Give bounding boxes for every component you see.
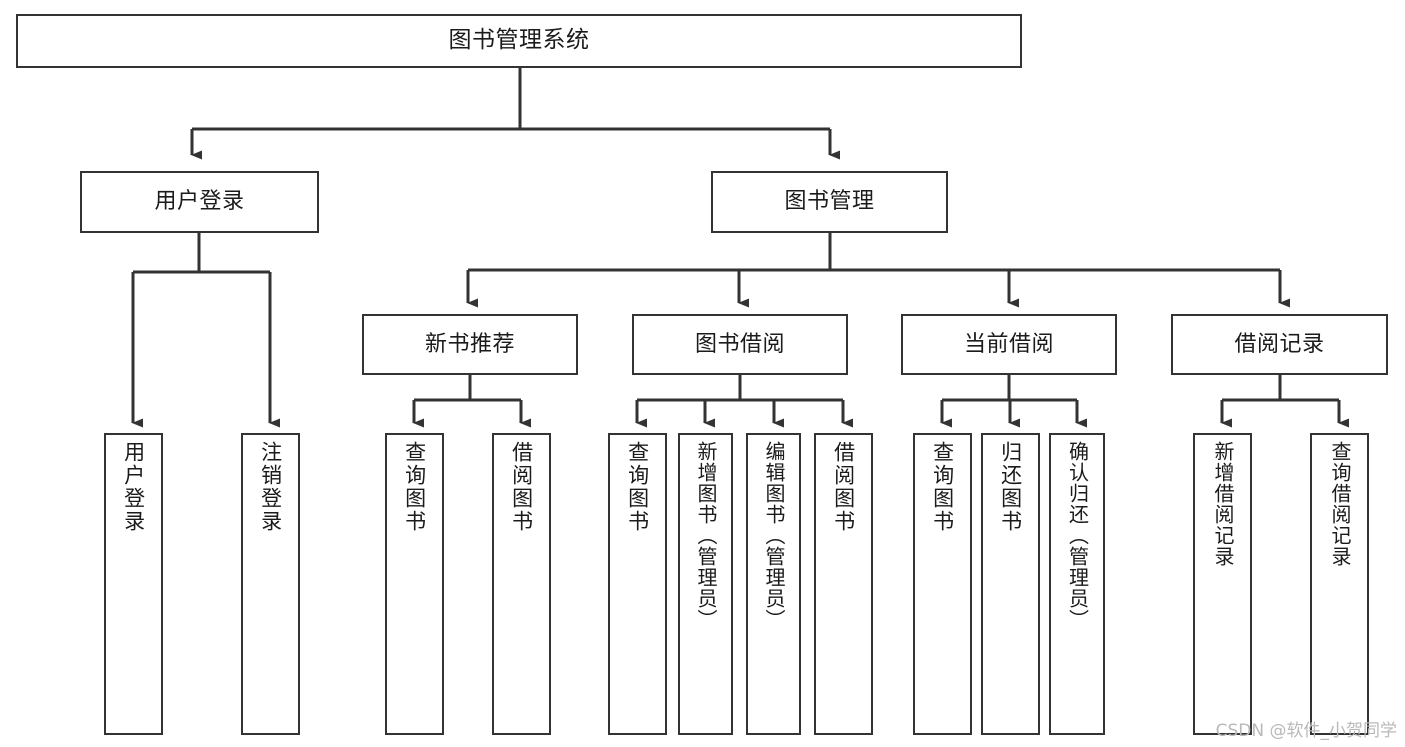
csdn-watermark: CSDN @软件_小贺同学 — [1215, 721, 1397, 741]
node-label: 新增借阅记录 — [1211, 441, 1235, 567]
node-label: 图书管理 — [784, 189, 875, 215]
node-book-manage[interactable]: 图书管理 — [711, 171, 948, 233]
node-current-borrow[interactable]: 当前借阅 — [901, 314, 1117, 375]
node-leaf-borrow-book-borrow[interactable]: 借阅图书 — [814, 433, 873, 735]
node-root-book-management-system[interactable]: 图书管理系统 — [16, 14, 1022, 68]
node-label: 借阅图书 — [509, 441, 534, 533]
node-leaf-query-book-recommend[interactable]: 查询图书 — [385, 433, 444, 735]
node-new-book-recommend[interactable]: 新书推荐 — [362, 314, 578, 375]
node-label: 图书借阅 — [694, 331, 785, 357]
node-label: 查询图书 — [402, 441, 427, 533]
node-label: 图书管理系统 — [448, 27, 590, 54]
node-label: 查询图书 — [930, 441, 955, 533]
node-label: 确认归还（管理员） — [1065, 441, 1090, 630]
node-book-borrow[interactable]: 图书借阅 — [632, 314, 848, 375]
node-label: 用户登录 — [121, 441, 146, 533]
node-leaf-add-book-admin[interactable]: 新增图书（管理员） — [678, 433, 733, 735]
node-leaf-borrow-book-recommend[interactable]: 借阅图书 — [492, 433, 551, 735]
node-label: 借阅记录 — [1234, 331, 1325, 357]
node-leaf-logout-login[interactable]: 注销登录 — [241, 433, 300, 735]
node-leaf-user-login[interactable]: 用户登录 — [104, 433, 163, 735]
node-label: 注销登录 — [258, 441, 283, 533]
node-label: 查询借阅记录 — [1328, 441, 1352, 567]
node-label: 新书推荐 — [424, 331, 515, 357]
node-label: 归还图书 — [998, 441, 1023, 533]
node-borrow-record[interactable]: 借阅记录 — [1171, 314, 1388, 375]
node-leaf-edit-book-admin[interactable]: 编辑图书（管理员） — [746, 433, 801, 735]
node-user-login[interactable]: 用户登录 — [80, 171, 319, 233]
node-label: 当前借阅 — [963, 331, 1054, 357]
node-label: 用户登录 — [154, 189, 245, 215]
node-label: 编辑图书（管理员） — [762, 441, 786, 630]
node-leaf-confirm-return-admin[interactable]: 确认归还（管理员） — [1049, 433, 1105, 735]
node-label: 新增图书（管理员） — [694, 441, 718, 630]
node-leaf-query-book-borrow[interactable]: 查询图书 — [608, 433, 667, 735]
node-leaf-add-borrow-record[interactable]: 新增借阅记录 — [1193, 433, 1252, 735]
node-leaf-return-book[interactable]: 归还图书 — [981, 433, 1040, 735]
node-label: 借阅图书 — [831, 441, 856, 533]
node-leaf-query-borrow-record[interactable]: 查询借阅记录 — [1310, 433, 1369, 735]
node-leaf-query-book-current[interactable]: 查询图书 — [913, 433, 972, 735]
node-label: 查询图书 — [625, 441, 650, 533]
